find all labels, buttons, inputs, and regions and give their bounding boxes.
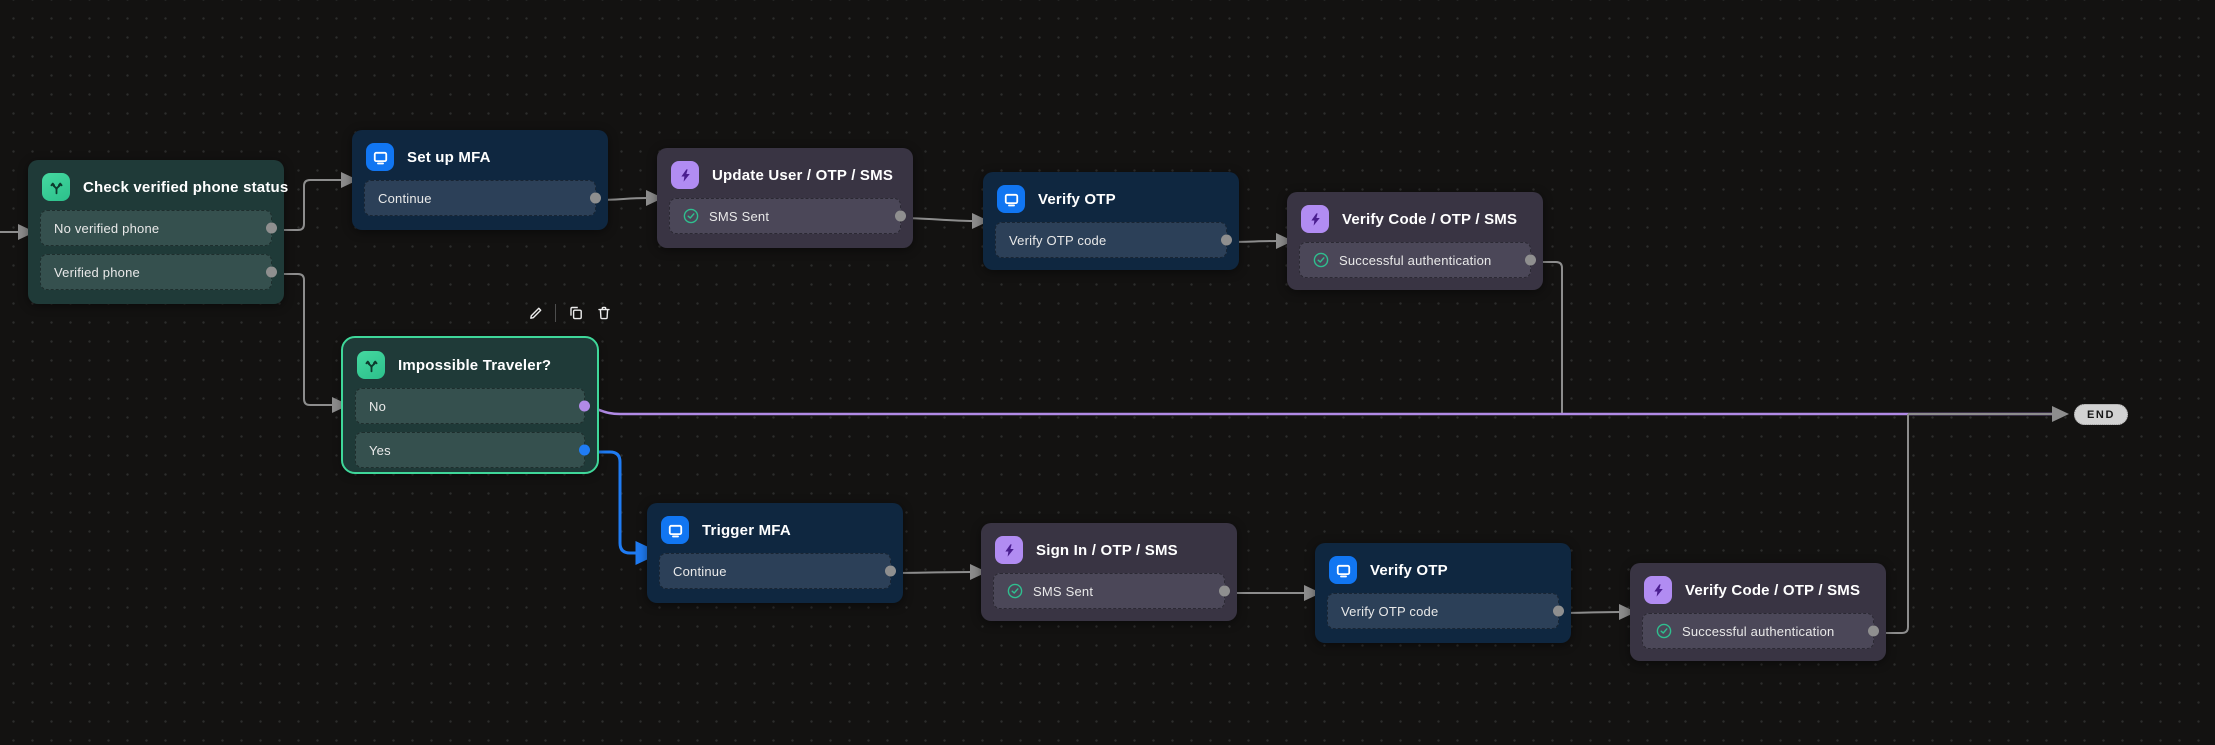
output-label: Continue xyxy=(673,563,727,579)
node-title: Impossible Traveler? xyxy=(398,356,552,374)
edge-no-verified-phone-setup-mfa[interactable] xyxy=(272,172,358,231)
edge-impossible-traveler-no-end[interactable] xyxy=(584,406,2062,416)
node-verify-otp-bottom[interactable]: Verify OTP Verify OTP code xyxy=(1315,543,1571,643)
output-row-continue: Continue xyxy=(659,553,896,589)
node-title: Trigger MFA xyxy=(702,521,791,539)
screen-icon xyxy=(366,143,394,171)
output-label: SMS Sent xyxy=(709,208,770,224)
node-verify-otp-top[interactable]: Verify OTP Verify OTP code xyxy=(983,172,1239,270)
output-row-sms-sent: SMS Sent xyxy=(993,573,1230,609)
output-row-yes: Yes xyxy=(355,432,590,468)
duplicate-button[interactable] xyxy=(567,305,584,322)
edge-verify-code-top-end[interactable] xyxy=(1531,261,1563,414)
check-circle-icon xyxy=(1313,252,1329,268)
output-row-no-verified-phone: No verified phone xyxy=(40,210,277,246)
output-port[interactable] xyxy=(266,266,277,278)
node-check-verified-phone-status[interactable]: Check verified phone status No verified … xyxy=(28,160,288,304)
node-update-user-otp-sms[interactable]: Update User / OTP / SMS SMS Sent xyxy=(657,148,913,248)
output-label: Successful authentication xyxy=(1682,623,1835,639)
edge-verify-code-bottom-end[interactable] xyxy=(1874,414,1909,634)
output-port[interactable] xyxy=(1525,254,1536,266)
screen-icon xyxy=(1329,556,1357,584)
node-toolbar xyxy=(527,303,612,323)
end-label: END xyxy=(2086,408,2116,421)
edge-verified-phone-impossible-traveler[interactable] xyxy=(272,273,349,413)
output-label: Verify OTP code xyxy=(1009,232,1107,248)
output-port[interactable] xyxy=(885,565,896,577)
node-title: Check verified phone status xyxy=(83,178,289,196)
output-label: SMS Sent xyxy=(1033,583,1094,599)
node-title: Update User / OTP / SMS xyxy=(712,166,894,184)
screen-icon xyxy=(997,185,1025,213)
output-row-verify-otp-code: Verify OTP code xyxy=(1327,593,1564,629)
output-port[interactable] xyxy=(895,210,906,222)
toolbar-divider xyxy=(555,304,556,322)
branch-icon xyxy=(357,351,385,379)
node-set-up-mfa[interactable]: Set up MFA Continue xyxy=(352,130,608,230)
output-row-sms-sent: SMS Sent xyxy=(669,198,906,234)
node-title: Set up MFA xyxy=(407,148,491,166)
bolt-icon xyxy=(1301,205,1329,233)
edge-impossible-traveler-yes-trigger-mfa[interactable] xyxy=(585,450,661,565)
node-verify-code-otp-sms-bottom[interactable]: Verify Code / OTP / SMS Successful authe… xyxy=(1630,563,1886,661)
check-circle-icon xyxy=(1007,583,1023,599)
output-label: Continue xyxy=(378,190,432,206)
node-title: Verify OTP xyxy=(1370,561,1448,579)
delete-button[interactable] xyxy=(595,305,612,322)
output-label: No verified phone xyxy=(54,220,160,236)
node-verify-code-otp-sms-top[interactable]: Verify Code / OTP / SMS Successful authe… xyxy=(1287,192,1543,290)
node-title: Verify Code / OTP / SMS xyxy=(1342,210,1518,228)
output-row-no: No xyxy=(355,388,590,424)
output-port[interactable] xyxy=(579,400,590,412)
edit-button[interactable] xyxy=(527,305,544,322)
output-label: Verify OTP code xyxy=(1341,603,1439,619)
branch-icon xyxy=(42,173,70,201)
check-circle-icon xyxy=(683,208,699,224)
check-circle-icon xyxy=(1656,623,1672,639)
output-port[interactable] xyxy=(590,192,601,204)
output-row-verified-phone: Verified phone xyxy=(40,254,277,290)
output-row-successful-authentication: Successful authentication xyxy=(1642,613,1879,649)
node-impossible-traveler[interactable]: Impossible Traveler? No Yes xyxy=(341,336,599,474)
output-row-verify-otp-code: Verify OTP code xyxy=(995,222,1232,258)
output-port[interactable] xyxy=(1221,234,1232,246)
node-trigger-mfa[interactable]: Trigger MFA Continue xyxy=(647,503,903,603)
node-title: Verify Code / OTP / SMS xyxy=(1685,581,1861,599)
output-label: Yes xyxy=(369,442,391,458)
edge-trigger-mfa-sign-in[interactable] xyxy=(890,564,987,581)
screen-icon xyxy=(661,516,689,544)
output-port[interactable] xyxy=(1553,605,1564,617)
pencil-icon xyxy=(529,307,541,319)
output-port[interactable] xyxy=(579,444,590,456)
output-label: Verified phone xyxy=(54,264,140,280)
node-sign-in-otp-sms[interactable]: Sign In / OTP / SMS SMS Sent xyxy=(981,523,1237,621)
output-port[interactable] xyxy=(1868,625,1879,637)
output-port[interactable] xyxy=(266,222,277,234)
bolt-icon xyxy=(671,161,699,189)
output-label: No xyxy=(369,398,387,414)
output-label: Successful authentication xyxy=(1339,252,1492,268)
bolt-icon xyxy=(995,536,1023,564)
copy-icon xyxy=(569,306,582,320)
output-port[interactable] xyxy=(1219,585,1230,597)
node-title: Sign In / OTP / SMS xyxy=(1036,541,1178,559)
output-row-successful-authentication: Successful authentication xyxy=(1299,242,1536,278)
bolt-icon xyxy=(1644,576,1672,604)
trash-icon xyxy=(597,306,610,320)
end-node[interactable]: END xyxy=(2074,404,2128,425)
output-row-continue: Continue xyxy=(364,180,601,216)
node-title: Verify OTP xyxy=(1038,190,1116,208)
